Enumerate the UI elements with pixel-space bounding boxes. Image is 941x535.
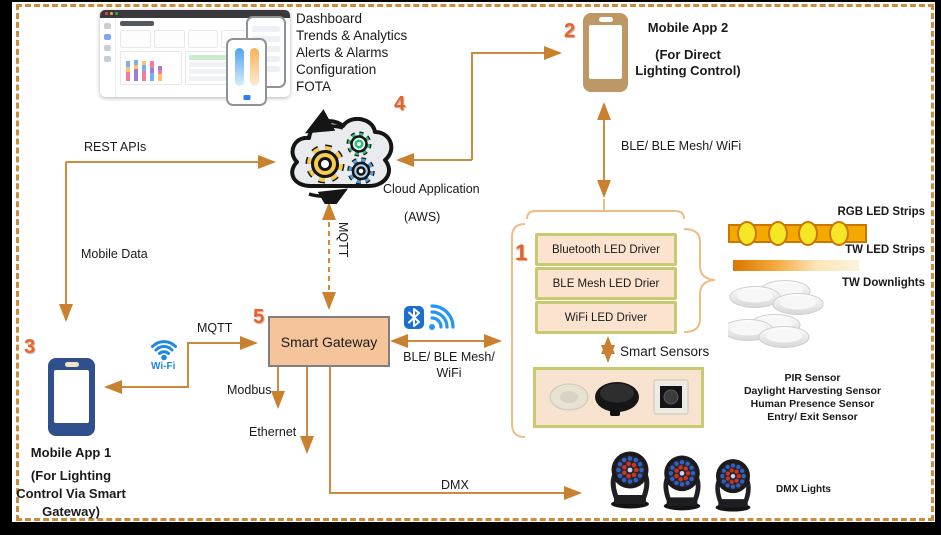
led-dot	[829, 221, 849, 246]
mockup-phone-front	[226, 38, 267, 106]
sensor-graphics	[549, 379, 689, 416]
feature-trends: Trends & Analytics	[296, 28, 408, 43]
feature-dashboard: Dashboard	[296, 11, 363, 26]
step-number-5: 5	[253, 306, 265, 328]
led-dot	[798, 221, 818, 246]
sensor-type-list: PIR Sensor Daylight Harvesting Sensor Hu…	[735, 372, 890, 424]
gear-green	[346, 131, 372, 157]
feature-alerts: Alerts & Alarms	[296, 45, 389, 60]
phone-home-button	[243, 95, 250, 100]
smart-gateway-box: Smart Gateway	[268, 316, 390, 367]
wifi-led-driver-label: WiFi LED Driver	[564, 311, 648, 324]
dmx-label: DMX	[441, 478, 469, 492]
cloud-feature-list: Dashboard Trends & Analytics Alerts & Al…	[296, 10, 407, 95]
step-number-4: 4	[394, 93, 406, 115]
cloud-label: Cloud Application	[383, 182, 480, 196]
bluetooth-led-driver-label: Bluetooth LED Driver	[551, 243, 661, 256]
phone-screen	[54, 370, 89, 423]
step-number-1: 1	[515, 240, 528, 265]
cct-slider-warm	[249, 48, 259, 86]
smart-sensors-box	[533, 367, 704, 428]
square-recessed-sensor-icon	[653, 379, 689, 415]
bluetooth-led-driver-box: Bluetooth LED Driver	[535, 233, 677, 266]
sync-arrow-top	[304, 109, 344, 134]
mobile-data-label: Mobile Data	[81, 247, 148, 261]
mqtt-gateway-label: MQTT	[197, 321, 233, 335]
mobile-app-2-title: Mobile App 2	[647, 20, 729, 35]
rest-apis-label: REST APIs	[84, 140, 147, 154]
sensor-type-pir: PIR Sensor	[784, 372, 841, 384]
ble-mesh-led-driver-box: BLE Mesh LED Drier	[535, 267, 677, 300]
modbus-label: Modbus	[227, 383, 272, 397]
pir-dome-sensor-icon	[549, 383, 589, 411]
downlight-icon	[728, 314, 810, 348]
phone-screen	[589, 25, 622, 79]
tw-downlights-label: TW Downlights	[841, 277, 925, 289]
ethernet-label: Ethernet	[249, 425, 297, 439]
sync-arrow-bottom	[308, 188, 349, 204]
sensor-type-daylight: Daylight Harvesting Sensor	[743, 385, 882, 397]
wifi-icon	[151, 340, 177, 361]
mobile-app-1-title: Mobile App 1	[30, 445, 112, 460]
smart-sensors-label: Smart Sensors	[620, 344, 710, 359]
tw-led-strips-label: TW LED Strips	[845, 244, 925, 256]
phone-notch	[598, 17, 613, 22]
phone-notch	[64, 362, 79, 367]
led-dot	[768, 221, 788, 246]
mobile-app-2-phone-icon	[583, 13, 628, 92]
dashboard-title-bar	[120, 21, 154, 26]
mobile-app-2-sub2: Lighting Control)	[635, 63, 741, 78]
ble-mesh-wifi-top-label: BLE/ BLE Mesh/ WiFi	[621, 139, 742, 153]
dmx-lights-label: DMX Lights	[776, 484, 831, 495]
signal-waves-icon	[429, 304, 455, 330]
mobile-app-1-sub1: (For Lighting	[30, 468, 112, 483]
wifi-word-label: Wi-Fi	[151, 361, 176, 372]
cloud-aws-label: (AWS)	[404, 210, 441, 224]
mobile-app-1-sub3: Gateway)	[42, 504, 100, 519]
cloud-gears-icon	[290, 109, 394, 204]
browser-topbar	[100, 10, 290, 18]
sensor-type-presence: Human Presence Sensor	[750, 398, 875, 410]
ble-mesh-wifi-gw-label-2: WiFi	[436, 366, 462, 380]
mobile-app-1-sub2: Control Via Smart	[16, 486, 126, 501]
rgb-led-strips-label: RGB LED Strips	[837, 206, 925, 218]
dmx-fixture-icon	[663, 455, 701, 511]
window-dot-red	[105, 12, 108, 15]
window-dot-yellow	[110, 12, 113, 15]
gear-blue	[347, 157, 375, 185]
smart-gateway-label: Smart Gateway	[280, 333, 378, 350]
dashboard-sidebar	[100, 18, 116, 97]
downlights-graphic	[728, 280, 824, 348]
window-dot-green	[115, 12, 118, 15]
led-dot	[737, 221, 757, 246]
mqtt-vertical-label: MQTT	[336, 222, 350, 258]
round-black-sensor-icon	[595, 382, 639, 416]
dmx-fixture-icon	[610, 451, 650, 509]
sensor-type-entry-exit: Entry/ Exit Sensor	[767, 411, 858, 423]
tw-led-strip-graphic	[733, 260, 859, 271]
ble-mesh-wifi-gw-label-1: BLE/ BLE Mesh/	[403, 350, 495, 364]
feature-fota: FOTA	[296, 79, 331, 94]
step-number-3: 3	[24, 336, 36, 358]
mobile-app-1-phone-icon	[48, 358, 95, 436]
downlight-icon	[729, 280, 824, 315]
mini-bar-chart	[120, 51, 182, 85]
wifi-led-driver-box: WiFi LED Driver	[535, 301, 677, 334]
ble-mesh-led-driver-label: BLE Mesh LED Drier	[552, 277, 660, 290]
step-number-2: 2	[564, 20, 576, 42]
cct-slider-cool	[234, 48, 244, 86]
bluetooth-icon	[404, 306, 424, 329]
feature-configuration: Configuration	[296, 62, 377, 77]
dmx-fixture-icon	[715, 459, 751, 512]
gear-yellow	[305, 144, 345, 184]
mobile-app-2-sub1: (For Direct	[655, 47, 721, 62]
